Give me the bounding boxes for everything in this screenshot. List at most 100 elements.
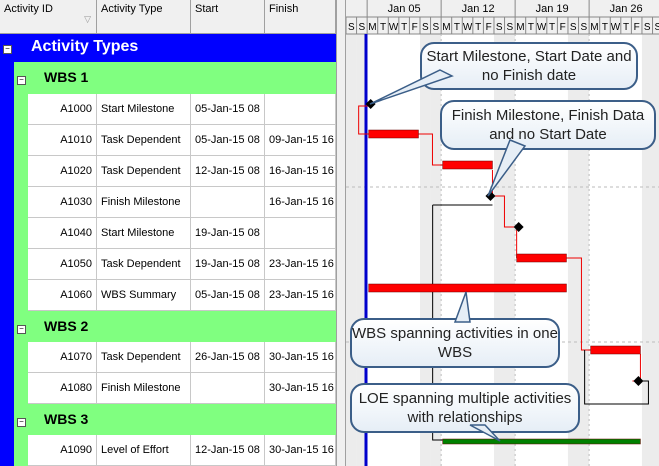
relationship-line — [358, 105, 369, 135]
group-band-wbs3[interactable]: − WBS 3 — [0, 404, 336, 435]
cell-finish — [265, 94, 336, 125]
day-label: T — [454, 22, 460, 33]
relationship-line — [566, 257, 591, 351]
day-label: S — [422, 22, 429, 33]
callout-loe: LOE spanning multiple activities with re… — [350, 383, 580, 433]
cell-finish: 16-Jan-15 16 — [265, 187, 336, 218]
group-label: WBS 1 — [44, 69, 89, 85]
cell-start: 05-Jan-15 08 — [191, 94, 265, 125]
day-label: M — [442, 22, 450, 33]
cell-activity-type: Task Dependent — [97, 249, 191, 280]
column-header-finish[interactable]: Finish — [265, 0, 336, 34]
cell-activity-id: A1050 — [28, 249, 97, 280]
activity-row[interactable]: A1010 Task Dependent 05-Jan-15 08 09-Jan… — [0, 125, 336, 156]
weekend-shade — [567, 34, 579, 466]
cell-activity-id: A1060 — [28, 280, 97, 311]
activity-row[interactable]: A1000 Start Milestone 05-Jan-15 08 — [0, 94, 336, 125]
collapse-icon[interactable]: − — [17, 76, 26, 85]
cell-activity-id: A1070 — [28, 342, 97, 373]
activity-row[interactable]: A1090 Level of Effort 12-Jan-15 08 30-Ja… — [0, 435, 336, 466]
cell-activity-type: Level of Effort — [97, 435, 191, 466]
cell-finish: 16-Jan-15 16 — [265, 156, 336, 187]
day-label: W — [463, 22, 473, 33]
activity-row[interactable]: A1080 Finish Milestone 30-Jan-15 16 — [0, 373, 336, 404]
group-label: WBS 3 — [44, 411, 89, 427]
callout-finish-milestone: Finish Milestone, Finish Data and no Sta… — [440, 100, 656, 150]
collapse-icon[interactable]: − — [17, 418, 26, 427]
cell-finish: 23-Jan-15 16 — [265, 280, 336, 311]
activity-bar — [442, 438, 641, 445]
activity-row[interactable]: A1040 Start Milestone 19-Jan-15 08 — [0, 218, 336, 249]
activity-bar — [590, 345, 641, 355]
cell-start — [191, 373, 265, 404]
cell-start: 19-Jan-15 08 — [191, 218, 265, 249]
day-label: T — [380, 22, 386, 33]
relationship-line — [584, 350, 649, 405]
day-label: F — [560, 22, 566, 33]
day-label: W — [389, 22, 399, 33]
column-label: Activity ID — [4, 3, 53, 15]
day-label: W — [611, 22, 621, 33]
cell-activity-id: A1020 — [28, 156, 97, 187]
column-header-activity-type[interactable]: Activity Type — [97, 0, 191, 34]
day-label: S — [506, 22, 513, 33]
activity-row[interactable]: A1020 Task Dependent 12-Jan-15 08 16-Jan… — [0, 156, 336, 187]
cell-activity-id: A1030 — [28, 187, 97, 218]
weekend-shade — [641, 34, 653, 466]
cell-start: 19-Jan-15 08 — [191, 249, 265, 280]
collapse-icon[interactable]: − — [17, 325, 26, 334]
day-label: T — [602, 22, 608, 33]
day-label: T — [623, 22, 629, 33]
day-label: M — [368, 22, 376, 33]
cell-start: 26-Jan-15 08 — [191, 342, 265, 373]
activity-row[interactable]: A1060 WBS Summary 05-Jan-15 08 23-Jan-15… — [0, 280, 336, 311]
weekend-shade — [346, 34, 357, 466]
splitter[interactable] — [336, 0, 346, 466]
cell-activity-type: Task Dependent — [97, 156, 191, 187]
day-label: M — [516, 22, 524, 33]
day-label: S — [570, 22, 577, 33]
filter-icon[interactable]: ▽ — [84, 14, 91, 24]
cell-start: 05-Jan-15 08 — [191, 125, 265, 156]
group-band-activity-types[interactable]: − Activity Types — [0, 34, 336, 62]
day-label: T — [528, 22, 534, 33]
day-label: S — [359, 22, 366, 33]
cell-start: 05-Jan-15 08 — [191, 280, 265, 311]
activity-row[interactable]: A1030 Finish Milestone 16-Jan-15 16 — [0, 187, 336, 218]
cell-activity-type: Start Milestone — [97, 94, 191, 125]
group-band-wbs2[interactable]: − WBS 2 — [0, 311, 336, 342]
column-header-start[interactable]: Start — [191, 0, 265, 34]
group-band-wbs1[interactable]: − WBS 1 — [0, 62, 336, 94]
activity-row[interactable]: A1050 Task Dependent 19-Jan-15 08 23-Jan… — [0, 249, 336, 280]
relationship-line — [432, 205, 443, 441]
cell-activity-type: WBS Summary — [97, 280, 191, 311]
activity-bar — [516, 253, 567, 263]
cell-activity-id: A1090 — [28, 435, 97, 466]
relationship-line — [418, 133, 443, 166]
day-label: S — [654, 22, 659, 33]
weekend-shade — [356, 34, 368, 466]
cell-activity-id: A1010 — [28, 125, 97, 156]
day-label: S — [644, 22, 651, 33]
week-label: Jan 19 — [536, 3, 569, 15]
group-label: WBS 2 — [44, 318, 89, 334]
collapse-icon[interactable]: − — [3, 45, 12, 54]
cell-activity-type: Task Dependent — [97, 125, 191, 156]
day-label: F — [486, 22, 492, 33]
cell-activity-type: Start Milestone — [97, 218, 191, 249]
activity-row[interactable]: A1070 Task Dependent 26-Jan-15 08 30-Jan… — [0, 342, 336, 373]
week-label: Jan 05 — [388, 3, 421, 15]
day-label: F — [412, 22, 418, 33]
day-label: S — [580, 22, 587, 33]
milestone-diamond — [513, 222, 524, 232]
column-header-activity-id[interactable]: Activity ID ▽ — [0, 0, 97, 34]
weekend-shade — [493, 34, 505, 466]
cell-finish — [265, 218, 336, 249]
cell-finish: 30-Jan-15 16 — [265, 435, 336, 466]
group-label: Activity Types — [31, 38, 139, 55]
weekend-shade — [652, 34, 659, 466]
day-label: W — [537, 22, 547, 33]
weekend-shade — [430, 34, 442, 466]
day-label: M — [590, 22, 598, 33]
cell-activity-id: A1080 — [28, 373, 97, 404]
